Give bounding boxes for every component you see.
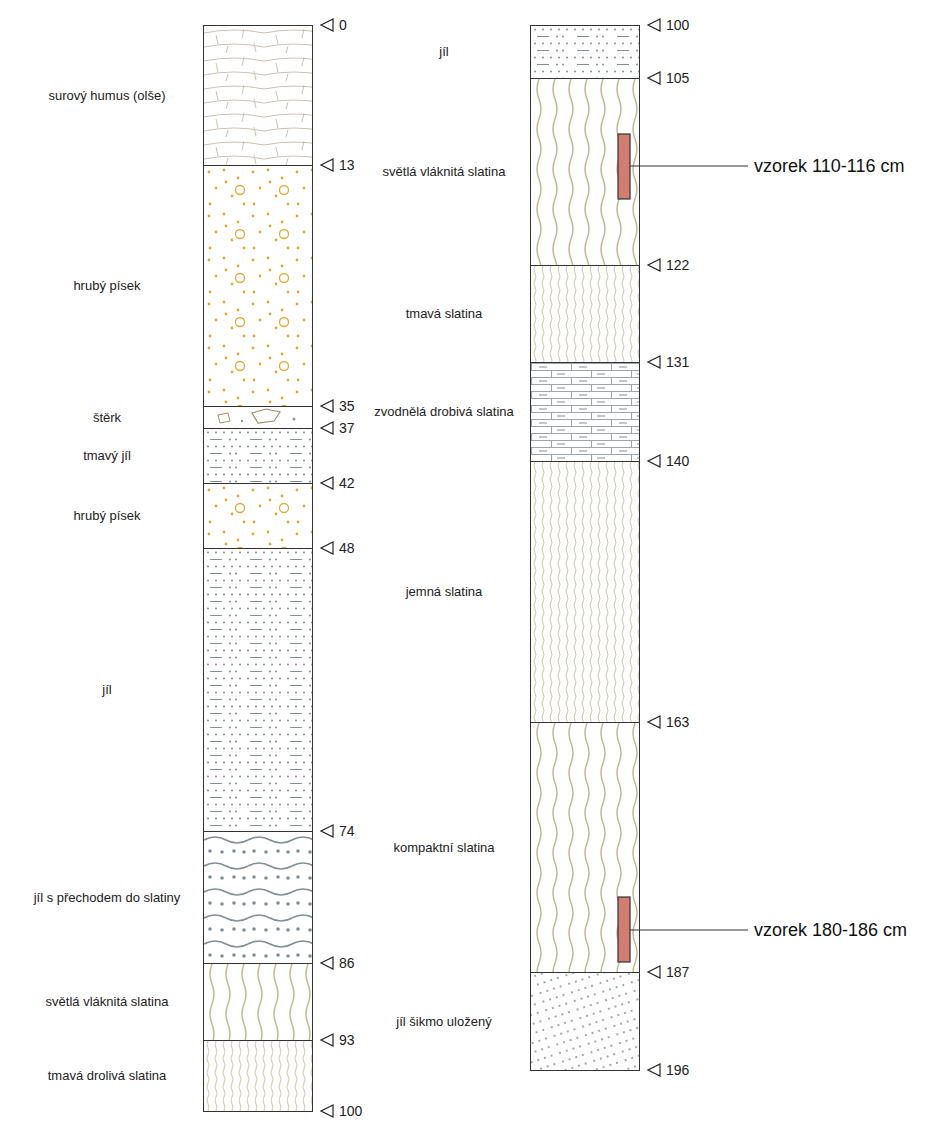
layer-label: jíl šikmo uložený bbox=[369, 1014, 519, 1030]
depth-triangle bbox=[321, 400, 333, 412]
depth-triangle bbox=[321, 422, 333, 434]
layer-fill bbox=[204, 1041, 312, 1111]
layer-label: tmavý jíl bbox=[22, 448, 192, 464]
layer-label: hrubý písek bbox=[22, 278, 192, 294]
layer-fill bbox=[204, 429, 312, 483]
layer-band: hrubý písek bbox=[203, 165, 313, 407]
layer-label: světlá vláknitá slatina bbox=[22, 994, 192, 1010]
leader-line bbox=[630, 929, 748, 930]
depth-triangle bbox=[321, 825, 333, 837]
layer-fill bbox=[531, 462, 639, 722]
depth-number: 35 bbox=[339, 398, 355, 414]
layer-band: jíl bbox=[530, 25, 640, 79]
layer-fill bbox=[204, 407, 312, 428]
depth-number: 122 bbox=[666, 257, 689, 273]
layer-band: světlá vláknitá slatina bbox=[203, 963, 313, 1041]
layer-label: hrubý písek bbox=[22, 508, 192, 524]
depth-triangle bbox=[321, 477, 333, 489]
layer-band: tmavý jíl bbox=[203, 428, 313, 484]
depth-number: 100 bbox=[339, 1103, 362, 1119]
depth-triangle bbox=[321, 1034, 333, 1046]
layer-label: tmavá slatina bbox=[369, 306, 519, 322]
leader-line bbox=[630, 165, 748, 166]
layer-fill bbox=[204, 832, 312, 963]
depth-number: 42 bbox=[339, 475, 355, 491]
layer-fill bbox=[531, 26, 639, 78]
depth-number: 100 bbox=[666, 17, 689, 33]
layer-label: štěrk bbox=[22, 410, 192, 426]
layer-fill bbox=[204, 549, 312, 831]
depth-number: 105 bbox=[666, 70, 689, 86]
layer-fill bbox=[531, 266, 639, 362]
depth-number: 0 bbox=[339, 17, 347, 33]
layer-label: jemná slatina bbox=[369, 584, 519, 600]
layer-label: světlá vláknitá slatina bbox=[369, 164, 519, 180]
layer-band: tmavá slatina bbox=[530, 265, 640, 363]
depth-triangle bbox=[648, 356, 660, 368]
depth-triangle bbox=[321, 1105, 333, 1117]
layer-fill bbox=[204, 964, 312, 1040]
depth-number: 163 bbox=[666, 714, 689, 730]
layer-fill bbox=[531, 973, 639, 1070]
depth-triangle bbox=[648, 455, 660, 467]
depth-number: 86 bbox=[339, 955, 355, 971]
depth-number: 196 bbox=[666, 1062, 689, 1078]
layer-band: jíl bbox=[203, 548, 313, 832]
layer-band: tmavá drolivá slatina bbox=[203, 1040, 313, 1112]
sample-marker bbox=[618, 134, 630, 199]
layer-fill bbox=[531, 363, 639, 461]
layer-label: jíl bbox=[22, 682, 192, 698]
sample-label: vzorek 180-186 cm bbox=[754, 919, 907, 941]
depth-markers bbox=[321, 19, 660, 1117]
depth-triangle bbox=[648, 259, 660, 271]
layer-fill bbox=[204, 484, 312, 548]
depth-number: 37 bbox=[339, 420, 355, 436]
layer-band: zvodnělá drobivá slatina bbox=[530, 362, 640, 462]
depth-triangle bbox=[648, 1064, 660, 1076]
depth-number: 187 bbox=[666, 964, 689, 980]
layer-band: hrubý písek bbox=[203, 483, 313, 549]
depth-number: 13 bbox=[339, 157, 355, 173]
layer-fill bbox=[204, 166, 312, 406]
depth-triangle bbox=[321, 542, 333, 554]
sample-marker bbox=[618, 897, 630, 962]
layer-label: tmavá drolivá slatina bbox=[22, 1068, 192, 1084]
depth-number: 74 bbox=[339, 823, 355, 839]
depth-number: 48 bbox=[339, 540, 355, 556]
layer-label: zvodnělá drobivá slatina bbox=[369, 404, 519, 420]
layer-label: jíl bbox=[369, 44, 519, 60]
depth-number: 131 bbox=[666, 354, 689, 370]
depth-triangle bbox=[648, 72, 660, 84]
layer-band: jemná slatina bbox=[530, 461, 640, 723]
depth-triangle bbox=[321, 19, 333, 31]
layer-band: jíl s přechodem do slatiny bbox=[203, 831, 313, 964]
sample-label: vzorek 110-116 cm bbox=[754, 155, 904, 177]
layer-band: jíl šikmo uložený bbox=[530, 972, 640, 1071]
layer-fill bbox=[204, 26, 312, 165]
depth-number: 93 bbox=[339, 1032, 355, 1048]
depth-triangle bbox=[321, 957, 333, 969]
depth-triangle bbox=[648, 19, 660, 31]
layer-label: jíl s přechodem do slatiny bbox=[22, 890, 192, 906]
depth-triangle bbox=[648, 716, 660, 728]
layer-band: štěrk bbox=[203, 406, 313, 429]
depth-number: 140 bbox=[666, 453, 689, 469]
depth-triangle bbox=[321, 159, 333, 171]
layer-label: kompaktní slatina bbox=[369, 840, 519, 856]
layer-band: surový humus (olše) bbox=[203, 25, 313, 166]
depth-triangle bbox=[648, 966, 660, 978]
layer-label: surový humus (olše) bbox=[22, 88, 192, 104]
